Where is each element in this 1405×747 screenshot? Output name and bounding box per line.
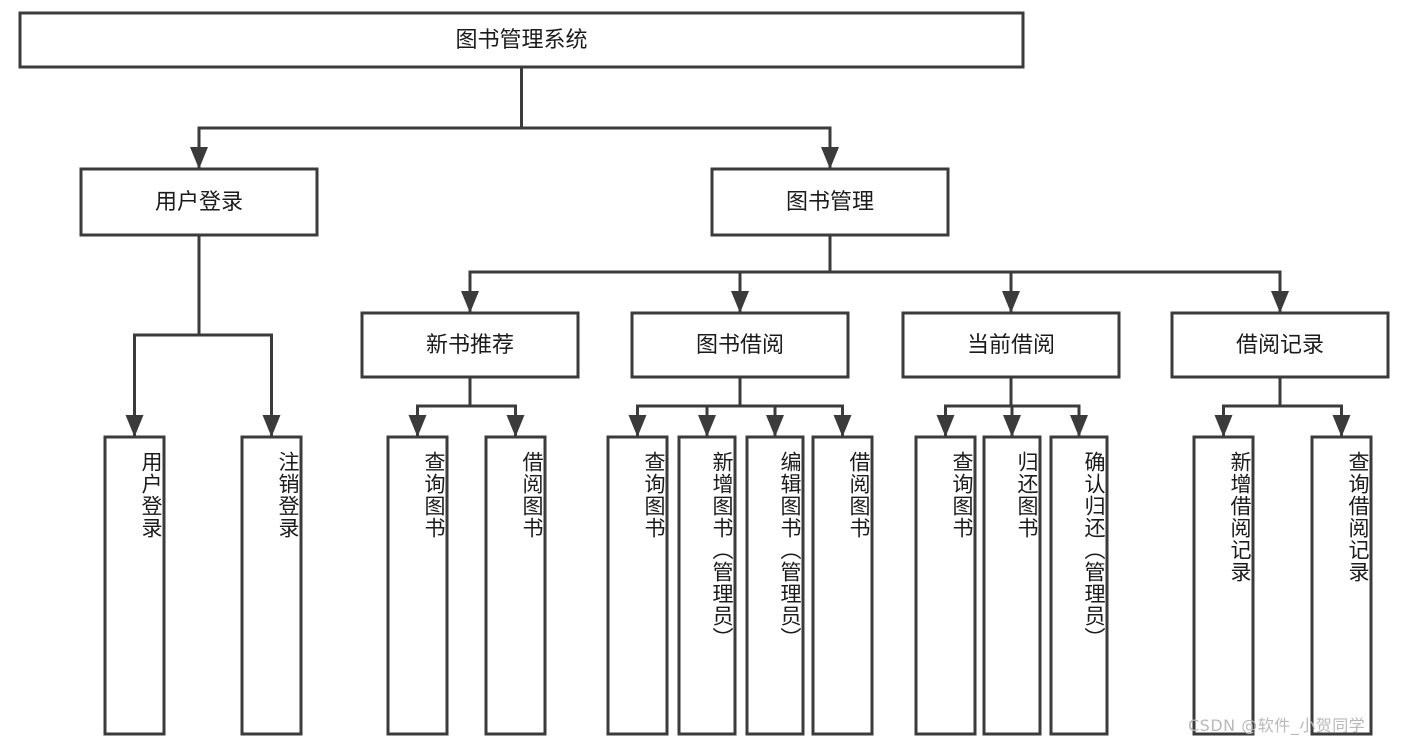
node-label-current-borrow: 当前借阅 <box>967 333 1055 358</box>
arrow-head-icon <box>936 415 955 437</box>
arrow-head-icon <box>833 415 852 437</box>
arrow-head-icon <box>821 147 839 169</box>
node-boxes <box>18 11 1390 736</box>
node-box-new-book-recommend[interactable] <box>360 311 580 379</box>
node-box-leaf-return-book[interactable] <box>982 435 1042 736</box>
node-box-leaf-add-book[interactable] <box>677 435 737 736</box>
connector-lines <box>125 65 1351 439</box>
arrow-head-icon <box>408 415 427 437</box>
arrow-head-icon <box>1271 291 1289 313</box>
node-box-leaf-borrow-book-1[interactable] <box>484 435 547 736</box>
node-box-leaf-borrow-book-2[interactable] <box>811 435 874 736</box>
node-box-book-borrow[interactable] <box>630 311 850 379</box>
arrow-head-icon <box>698 415 716 437</box>
arrow-head-icon <box>731 291 749 313</box>
arrow-head-icon <box>1002 291 1020 313</box>
node-box-leaf-query-book-2[interactable] <box>606 435 669 736</box>
arrow-head-icon <box>628 415 647 437</box>
node-label-borrow-record: 借阅记录 <box>1236 333 1324 358</box>
node-label-root: 图书管理系统 <box>455 28 587 53</box>
node-label-new-book-recommend: 新书推荐 <box>426 333 514 358</box>
node-label-user-login: 用户登录 <box>155 190 243 215</box>
node-label-book-borrow: 图书借阅 <box>696 333 784 358</box>
arrow-head-icon <box>506 415 525 437</box>
node-box-leaf-query-borrow-record[interactable] <box>1310 435 1373 736</box>
arrow-head-icon <box>461 291 479 313</box>
node-box-current-borrow[interactable] <box>901 311 1121 379</box>
node-label-book-manage: 图书管理 <box>786 190 874 215</box>
node-box-leaf-confirm-return[interactable] <box>1049 435 1109 736</box>
watermark-text: CSDN @软件_小贺同学 <box>1188 716 1366 735</box>
node-box-book-manage[interactable] <box>710 167 950 237</box>
node-box-root[interactable] <box>18 11 1025 69</box>
arrow-head-icon <box>125 415 144 437</box>
arrow-head-icon <box>766 415 784 437</box>
node-box-user-login[interactable] <box>79 167 319 237</box>
arrow-head-icon <box>1070 415 1088 437</box>
node-box-borrow-record[interactable] <box>1170 311 1390 379</box>
node-box-leaf-query-book-1[interactable] <box>386 435 449 736</box>
arrow-head-icon <box>190 147 208 169</box>
node-box-leaf-add-borrow-record[interactable] <box>1192 435 1255 736</box>
arrow-head-icon <box>1332 415 1351 437</box>
node-box-leaf-edit-book[interactable] <box>745 435 805 736</box>
node-box-leaf-query-book-3[interactable] <box>914 435 977 736</box>
node-box-leaf-user-logout[interactable] <box>240 435 303 736</box>
node-box-leaf-user-login[interactable] <box>103 435 166 736</box>
arrow-head-icon <box>1003 415 1021 437</box>
arrow-head-icon <box>262 415 281 437</box>
arrow-head-icon <box>1214 415 1233 437</box>
